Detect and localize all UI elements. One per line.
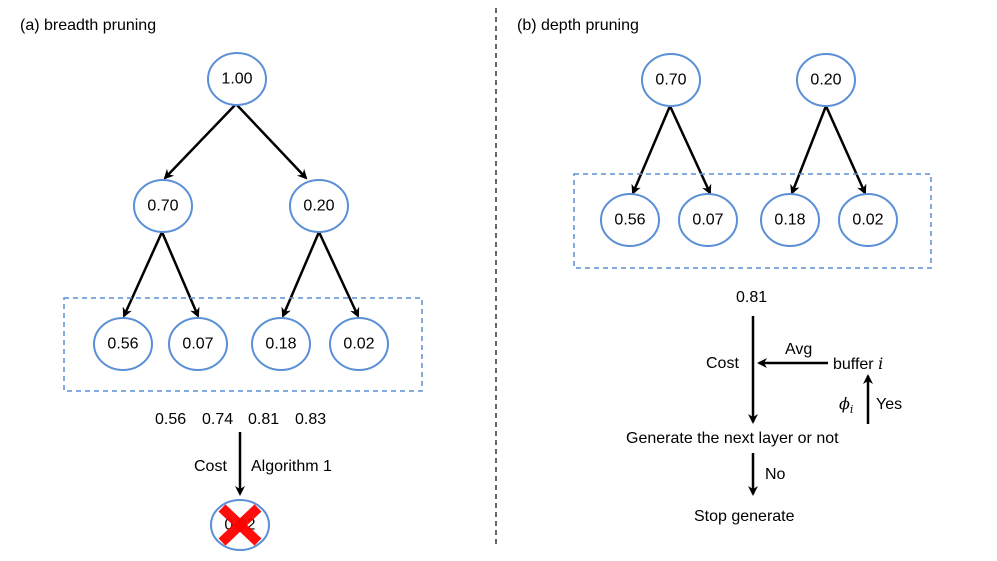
panel-a-title: (a) breadth pruning	[20, 17, 156, 34]
tree-node-b-l2-4: 0.02	[838, 193, 898, 247]
svg-text:0.56: 0.56	[614, 212, 645, 229]
tree-node-l2-3: 0.18	[251, 317, 311, 371]
edge-020-to-018	[281, 231, 321, 318]
stop-label: Stop generate	[694, 508, 795, 525]
score-b: 0.81	[736, 289, 767, 306]
tree-node-b-l2-3: 0.18	[760, 193, 820, 247]
edge-root-to-020	[235, 103, 308, 180]
candidate-box	[63, 297, 423, 392]
edge-b-070-to-007	[668, 105, 712, 195]
svg-text:1.00: 1.00	[221, 71, 252, 88]
svg-text:0.20: 0.20	[303, 198, 334, 215]
edge-b-020-to-002	[824, 105, 867, 195]
decision-label: Generate the next layer or not	[626, 430, 839, 447]
edge-070-to-056	[122, 231, 164, 318]
tree-node-l2-1: 0.56	[93, 317, 153, 371]
svg-text:0.70: 0.70	[655, 72, 686, 89]
red-x-icon	[218, 504, 262, 546]
tree-node-l2-2: 0.07	[168, 317, 228, 371]
pruned-node: 0.02	[210, 499, 270, 551]
edge-b-070-to-056	[631, 105, 672, 195]
edge-070-to-007	[160, 231, 200, 318]
svg-text:0.70: 0.70	[147, 198, 178, 215]
algorithm-label: Algorithm 1	[251, 458, 332, 475]
score-3: 0.81	[248, 411, 279, 428]
score-1: 0.56	[155, 411, 186, 428]
tree-node-l1-right: 0.20	[289, 179, 349, 233]
tree-node-b-l1-right: 0.20	[796, 53, 856, 107]
panel-a: (a) breadth pruning 1.00 0.70 0.20 0.56	[20, 17, 423, 551]
edge-020-to-002	[317, 231, 360, 318]
svg-text:0.07: 0.07	[692, 212, 723, 229]
tree-node-b-l2-2: 0.07	[678, 193, 738, 247]
buffer-label: buffer i	[833, 354, 883, 373]
score-2: 0.74	[202, 411, 233, 428]
avg-label: Avg	[785, 341, 812, 358]
svg-text:0.07: 0.07	[182, 336, 213, 353]
tree-node-l1-left: 0.70	[133, 179, 193, 233]
svg-text:0.02: 0.02	[852, 212, 883, 229]
no-label: No	[765, 466, 786, 483]
edge-root-to-070	[163, 103, 237, 180]
phi-label: ϕi	[839, 394, 853, 416]
tree-node-b-l2-1: 0.56	[600, 193, 660, 247]
svg-text:0.18: 0.18	[774, 212, 805, 229]
candidate-box-b	[573, 173, 932, 269]
score-4: 0.83	[295, 411, 326, 428]
svg-text:0.18: 0.18	[265, 336, 296, 353]
panel-b: (b) depth pruning 0.70 0.20 0.56 0.07 0.	[517, 17, 932, 525]
yes-label: Yes	[876, 396, 902, 413]
tree-node-b-l1-left: 0.70	[641, 53, 701, 107]
tree-node-l2-4: 0.02	[329, 317, 389, 371]
svg-text:0.20: 0.20	[810, 72, 841, 89]
cost-label-a: Cost	[194, 458, 227, 475]
panel-b-title: (b) depth pruning	[517, 17, 639, 34]
cost-label-b: Cost	[706, 355, 739, 372]
svg-text:0.56: 0.56	[107, 336, 138, 353]
tree-node-root: 1.00	[207, 52, 267, 106]
edge-b-020-to-018	[790, 105, 828, 195]
svg-text:0.02: 0.02	[343, 336, 374, 353]
